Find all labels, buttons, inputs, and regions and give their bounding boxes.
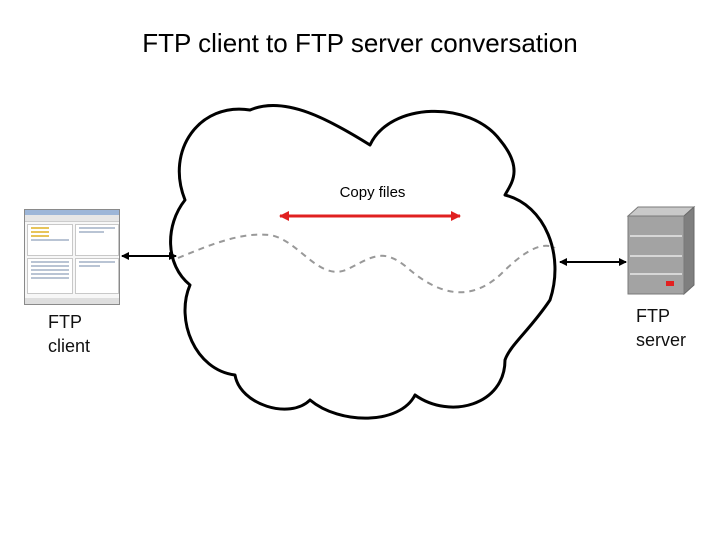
ftp-client-window-icon <box>24 209 120 305</box>
ftp-server-label-line1: FTP <box>636 306 670 326</box>
ftp-client-label: FTP client <box>48 310 90 358</box>
ftp-client-label-line2: client <box>48 336 91 356</box>
network-cloud <box>169 104 557 420</box>
ftp-client-label-line1: FTP <box>48 312 82 332</box>
ftp-server-label-line2: server <box>636 330 687 350</box>
diagram-title: FTP client to FTP server conversation <box>142 28 578 58</box>
server-led-icon <box>666 281 674 286</box>
ftp-server-label: FTP server <box>636 304 686 352</box>
server-icon <box>626 205 696 296</box>
connection-wave <box>177 233 556 294</box>
copy-files-label: Copy files <box>339 184 406 201</box>
